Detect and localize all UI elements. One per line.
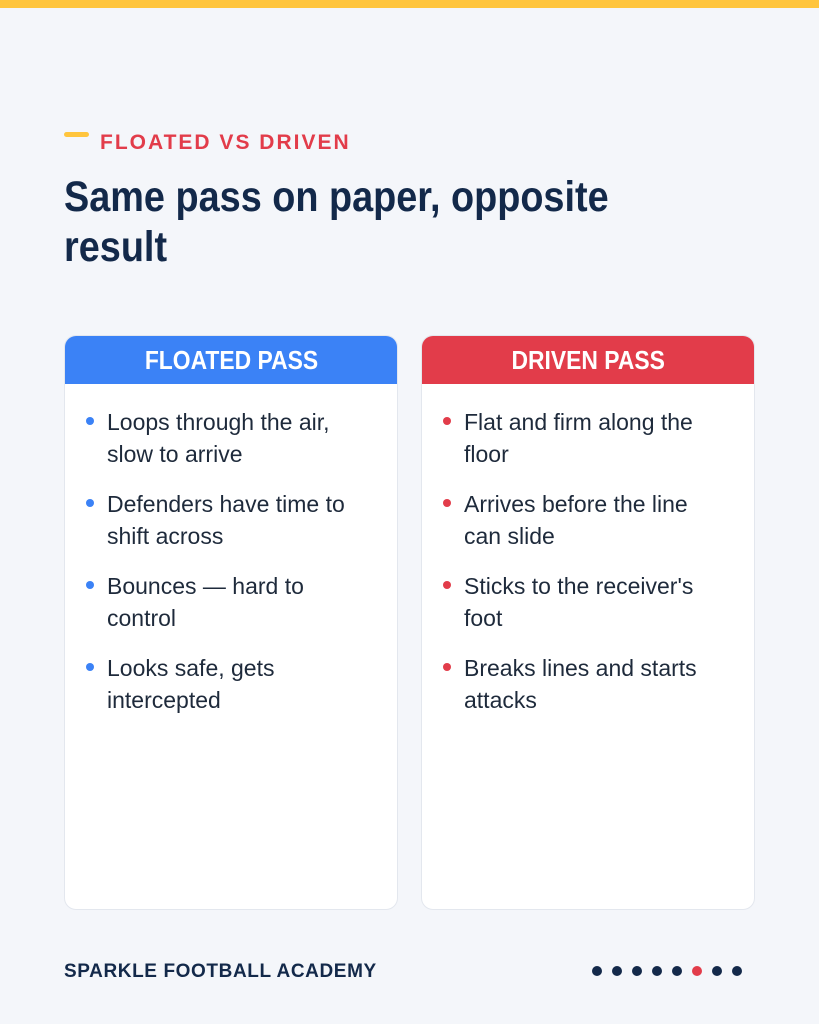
- list-item: Flat and firm along the floor: [422, 406, 754, 470]
- list-item: Arrives before the line can slide: [422, 488, 754, 552]
- footer-brand: SPARKLE FOOTBALL ACADEMY: [64, 961, 377, 982]
- bullet-dot: [86, 417, 94, 425]
- list-item-text: Loops through the air, slow to arrive: [107, 409, 330, 467]
- floated-pass-list: Loops through the air, slow to arrive De…: [65, 384, 397, 716]
- bullet-dot: [443, 663, 451, 671]
- list-item: Looks safe, gets intercepted: [65, 652, 397, 716]
- pager-dot: [712, 966, 722, 976]
- eyebrow-dash: [64, 132, 89, 137]
- floated-pass-heading: FLOATED PASS: [144, 344, 318, 375]
- pager-dot-active: [692, 966, 702, 976]
- pager-dot: [672, 966, 682, 976]
- list-item-text: Defenders have time to shift across: [107, 491, 345, 549]
- pager-dot: [612, 966, 622, 976]
- list-item-text: Looks safe, gets intercepted: [107, 655, 275, 713]
- list-item: Loops through the air, slow to arrive: [65, 406, 397, 470]
- bullet-dot: [86, 581, 94, 589]
- list-item-text: Arrives before the line can slide: [464, 491, 688, 549]
- page-title: Same pass on paper, opposite result: [64, 173, 609, 271]
- bullet-dot: [443, 581, 451, 589]
- pagination-dots: [592, 966, 742, 976]
- pager-dot: [732, 966, 742, 976]
- bullet-dot: [443, 499, 451, 507]
- pager-dot: [652, 966, 662, 976]
- bullet-dot: [86, 499, 94, 507]
- list-item: Sticks to the receiver's foot: [422, 570, 754, 634]
- top-accent-bar: [0, 0, 819, 8]
- list-item: Bounces — hard to control: [65, 570, 397, 634]
- pager-dot: [592, 966, 602, 976]
- floated-pass-header: FLOATED PASS: [65, 336, 397, 384]
- list-item-text: Flat and firm along the floor: [464, 409, 693, 467]
- driven-pass-header: DRIVEN PASS: [422, 336, 754, 384]
- list-item-text: Bounces — hard to control: [107, 573, 304, 631]
- driven-pass-list: Flat and firm along the floor Arrives be…: [422, 384, 754, 716]
- list-item-text: Breaks lines and starts attacks: [464, 655, 697, 713]
- list-item-text: Sticks to the receiver's foot: [464, 573, 694, 631]
- list-item: Breaks lines and starts attacks: [422, 652, 754, 716]
- bullet-dot: [86, 663, 94, 671]
- list-item: Defenders have time to shift across: [65, 488, 397, 552]
- floated-pass-card: FLOATED PASS Loops through the air, slow…: [64, 335, 398, 910]
- eyebrow-label: FLOATED VS DRIVEN: [100, 131, 351, 154]
- bullet-dot: [443, 417, 451, 425]
- pager-dot: [632, 966, 642, 976]
- driven-pass-heading: DRIVEN PASS: [511, 344, 665, 375]
- driven-pass-card: DRIVEN PASS Flat and firm along the floo…: [421, 335, 755, 910]
